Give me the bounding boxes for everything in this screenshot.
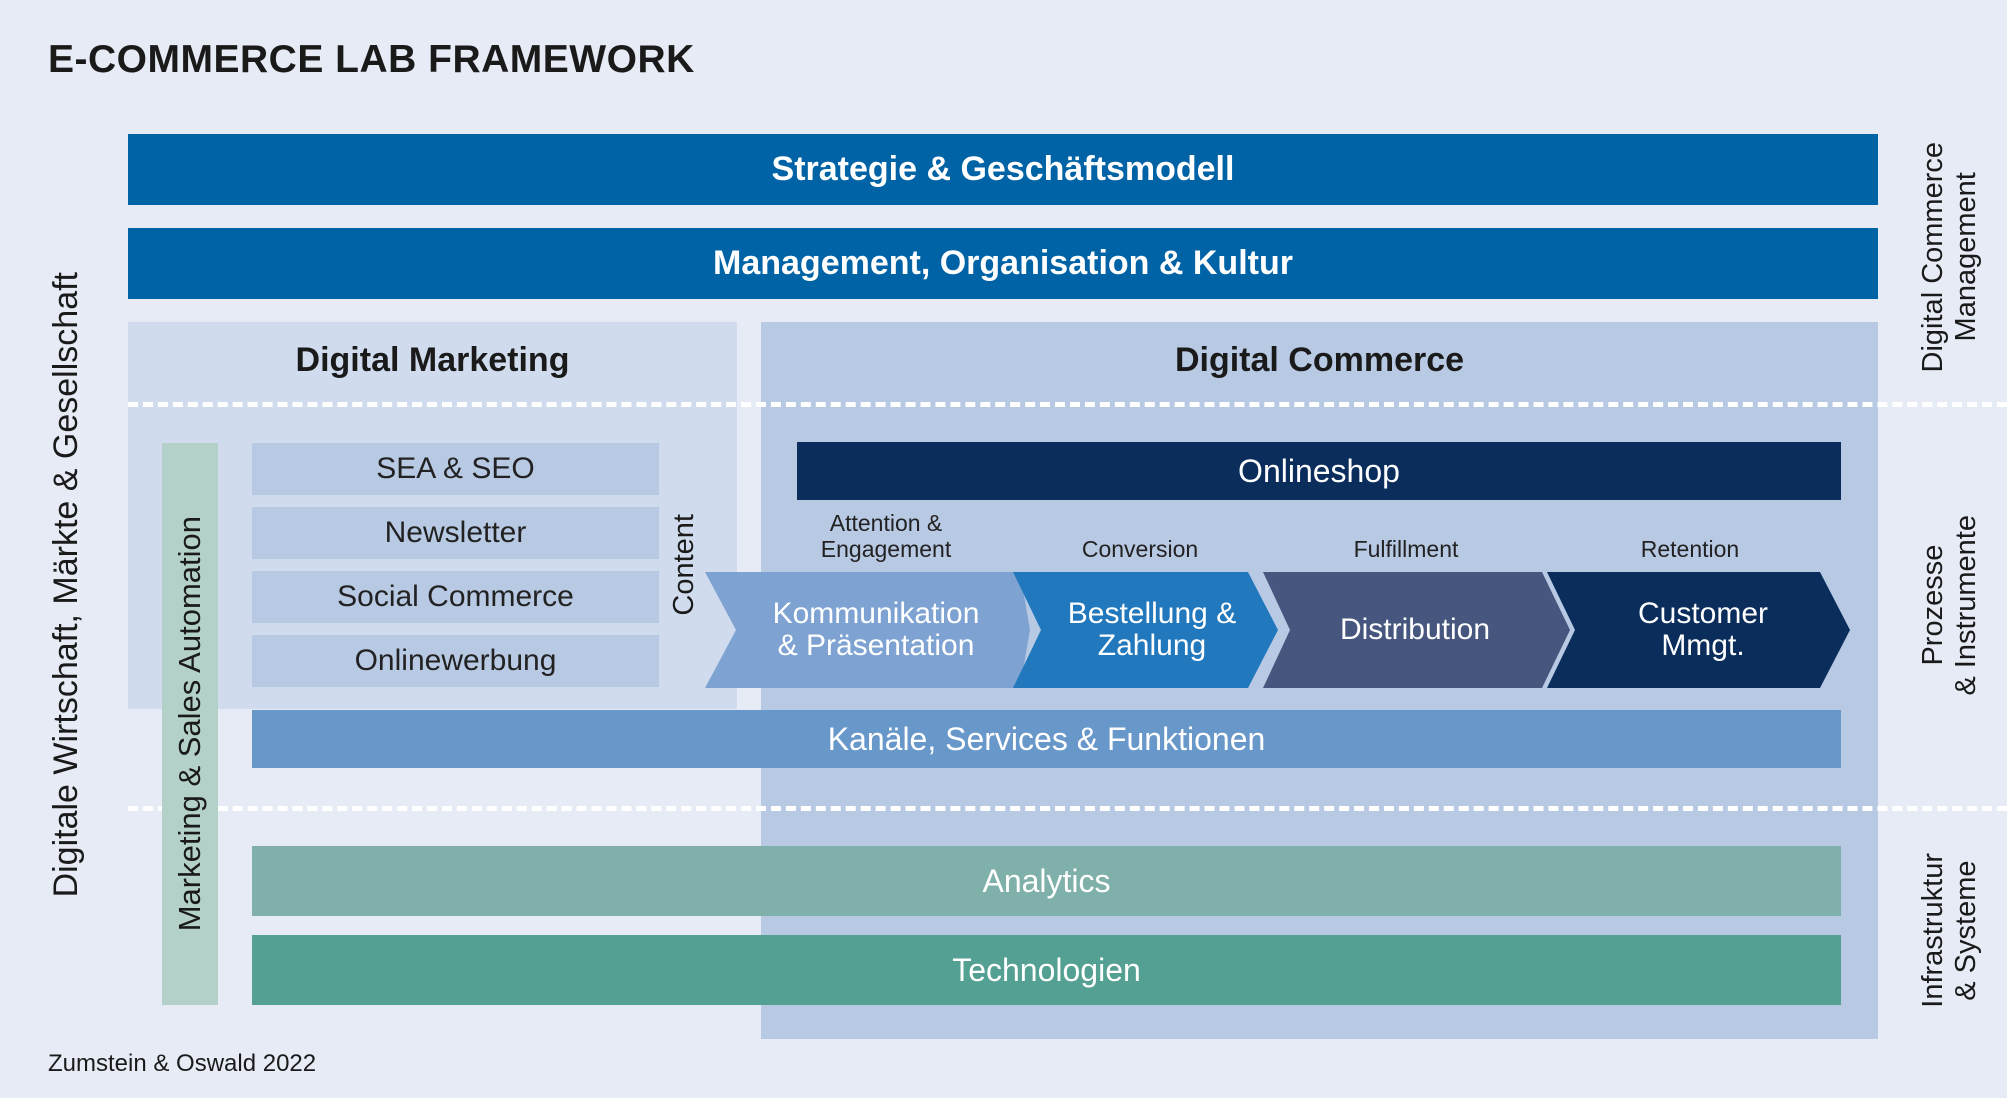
side-left-wrap: Digitale Wirtschaft, Märkte & Gesellscha…	[36, 230, 96, 940]
page-title: E-COMMERCE LAB FRAMEWORK	[48, 38, 695, 81]
chevron-distribution	[1263, 572, 1570, 688]
side-left-label: Digitale Wirtschaft, Märkte & Gesellscha…	[46, 272, 85, 898]
digital-commerce-heading: Digital Commerce	[1174, 340, 1465, 379]
layer-divider-bottom	[128, 806, 2007, 811]
chevron-label: Kommunikation & Präsentation	[772, 597, 980, 662]
process-chevrons	[705, 572, 1850, 688]
chevron-label: Distribution	[1339, 613, 1491, 646]
dm-item: Newsletter	[252, 507, 659, 559]
technology-bar: Technologien	[252, 935, 1841, 1005]
management-bar: Management, Organisation & Kultur	[128, 228, 1878, 299]
onlineshop-bar: Onlineshop	[797, 442, 1841, 500]
marketing-automation-bar	[162, 443, 218, 1005]
side-right-management: Digital Commerce Management	[1917, 142, 1982, 373]
digital-marketing-heading: Digital Marketing	[295, 340, 570, 379]
stage-label: Retention	[1640, 536, 1740, 562]
content-label: Content	[667, 514, 700, 616]
stage-label: Conversion	[1081, 536, 1199, 562]
side-right-infrastructure-wrap: Infrastruktur & Systeme	[1900, 840, 2000, 1020]
footer-credit: Zumstein & Oswald 2022	[48, 1050, 317, 1077]
chevron-order-payment	[1013, 572, 1278, 688]
side-right-infrastructure: Infrastruktur & Systeme	[1917, 852, 1982, 1008]
stage-label: Attention & Engagement	[820, 510, 952, 562]
channels-bar: Kanäle, Services & Funktionen	[252, 710, 1841, 768]
dm-item: Onlinewerbung	[252, 635, 659, 687]
side-right-management-wrap: Digital Commerce Management	[1900, 130, 2000, 385]
chevron-customer-management	[1547, 572, 1850, 688]
chevron-communication	[705, 572, 1030, 688]
chevron-label: Customer Mmgt.	[1637, 597, 1769, 662]
stage-label: Fulfillment	[1353, 536, 1459, 562]
analytics-bar: Analytics	[252, 846, 1841, 916]
content-label-wrap: Content	[664, 500, 704, 630]
side-right-processes: Prozesse & Instrumente	[1917, 514, 1982, 696]
chevron-label: Bestellung & Zahlung	[1067, 597, 1237, 662]
layer-divider-top	[128, 402, 2007, 407]
marketing-automation-wrap: Marketing & Sales Automation	[162, 443, 218, 1005]
dm-item: SEA & SEO	[252, 443, 659, 495]
side-right-processes-wrap: Prozesse & Instrumente	[1900, 505, 2000, 705]
strategy-bar: Strategie & Geschäftsmodell	[128, 134, 1878, 205]
marketing-automation-label: Marketing & Sales Automation	[172, 516, 207, 932]
dm-item: Social Commerce	[252, 571, 659, 623]
